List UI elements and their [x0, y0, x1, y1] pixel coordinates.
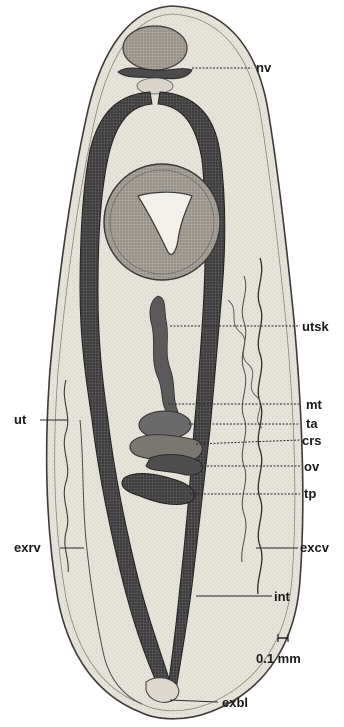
label-ut: ut	[14, 412, 27, 427]
label-exrv: exrv	[14, 540, 42, 555]
label-crs: crs	[302, 433, 322, 448]
pharynx-region	[137, 78, 173, 94]
label-ov: ov	[304, 459, 320, 474]
label-utsk: utsk	[302, 319, 330, 334]
label-ta: ta	[306, 416, 318, 431]
label-excv: excv	[300, 540, 330, 555]
scale-bar-label: 0.1 mm	[256, 651, 301, 666]
oral-sucker	[123, 26, 187, 70]
label-tp: tp	[304, 486, 316, 501]
label-int: int	[274, 589, 291, 604]
label-exbl: exbl	[222, 695, 248, 710]
label-nv: nv	[256, 60, 272, 75]
label-mt: mt	[306, 397, 323, 412]
